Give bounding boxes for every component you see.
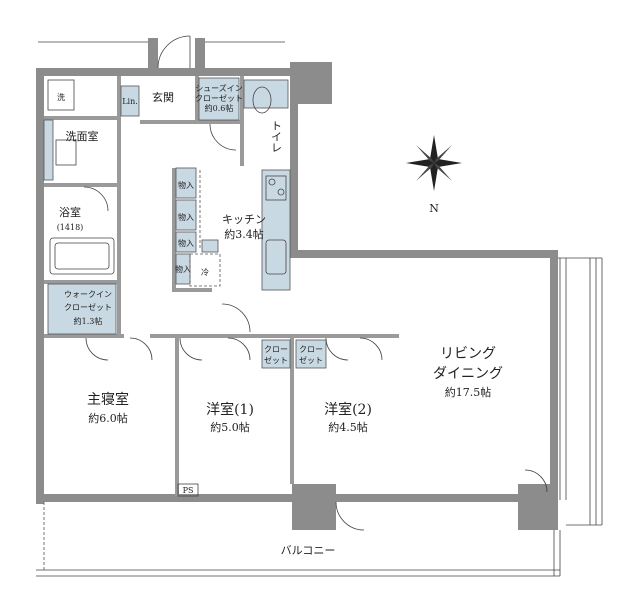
compass-icon <box>406 135 462 191</box>
living-label-1: リビング <box>440 346 496 362</box>
shoes-closet <box>198 77 240 121</box>
closet-western2-label-2: ゼット <box>299 355 323 365</box>
column-left <box>292 484 336 530</box>
bathtub <box>49 237 115 275</box>
western-room-1-size: 約5.0帖 <box>210 420 250 434</box>
vanity-counter <box>43 119 54 181</box>
bathtub-inner <box>54 242 110 270</box>
wic-label-2: クローゼット <box>64 302 112 312</box>
toilet-label-text: トイレ <box>250 120 283 152</box>
storage-4 <box>175 253 191 285</box>
western-room-2-size: 約4.5帖 <box>328 420 368 434</box>
western-room-1-label: 洋室(1) <box>206 401 254 418</box>
pipe-space-label: PS <box>183 486 194 495</box>
closet-western1-label-1: クロー <box>264 345 288 354</box>
kitchen-label: キッチン <box>222 213 266 226</box>
walk-in-closet <box>47 283 117 335</box>
fridge-label: 冷 <box>201 267 209 277</box>
vanity-sink <box>55 139 77 166</box>
linen-cupboard <box>120 85 140 117</box>
toilet-label: トイレ <box>250 120 283 152</box>
storage-1 <box>175 167 197 199</box>
entrance-label: 玄関 <box>152 90 174 104</box>
shoes-closet-size: 約0.6帖 <box>205 103 234 113</box>
compass-north-label: N <box>429 202 439 215</box>
balcony-outline <box>36 502 561 577</box>
storage-3-label: 物入 <box>178 238 194 248</box>
kitchen-size: 約3.4帖 <box>224 227 264 241</box>
closet-western2-label-1: クロー <box>299 345 323 354</box>
storage-1-label: 物入 <box>178 180 194 190</box>
fridge-space <box>189 253 221 287</box>
doors <box>83 35 548 531</box>
living-size: 約17.5帖 <box>445 385 492 399</box>
kitchen-sink <box>265 239 287 275</box>
stove-burner-2 <box>277 188 285 196</box>
fridge-cabinet <box>201 239 219 253</box>
living-label-2: ダイニング <box>433 366 503 382</box>
toilet-counter <box>243 79 289 109</box>
linen-label: Lin. <box>122 97 138 106</box>
storage-3 <box>175 231 197 253</box>
bath-size: (1418) <box>57 223 84 232</box>
cooktop <box>265 175 287 201</box>
toilet-bowl <box>252 86 272 114</box>
kitchen-counter <box>261 169 291 291</box>
master-bedroom-size: 約6.0帖 <box>88 411 128 425</box>
bath-label: 浴室 <box>59 205 81 219</box>
wic-label-1: ウォークイン <box>64 290 112 299</box>
storage-2 <box>175 199 197 231</box>
storage-4-label: 物入 <box>175 264 191 274</box>
closet-western1 <box>261 339 291 369</box>
shoes-closet-label-1: シューズイン <box>195 83 243 93</box>
closet-western2 <box>295 339 327 369</box>
western-room-2-label: 洋室(2) <box>324 401 372 418</box>
washing-machine-label: 洗 <box>57 92 65 102</box>
storage-2-label: 物入 <box>178 212 194 222</box>
shoes-closet-label-2: クローゼット <box>195 93 243 103</box>
entrance-exterior-walls <box>38 38 285 68</box>
column-right <box>518 484 558 530</box>
living-windows <box>558 257 603 526</box>
balcony-label: バルコニー <box>281 544 336 557</box>
wic-size: 約1.3帖 <box>74 316 103 326</box>
interior-walls <box>44 76 399 496</box>
washing-machine-pan <box>47 79 75 111</box>
stove-burner-1 <box>268 178 276 186</box>
master-bedroom-label: 主寝室 <box>87 391 129 408</box>
closet-western1-label-2: ゼット <box>264 355 288 365</box>
pipe-space <box>177 483 199 497</box>
washroom-label: 洗面室 <box>66 129 99 143</box>
